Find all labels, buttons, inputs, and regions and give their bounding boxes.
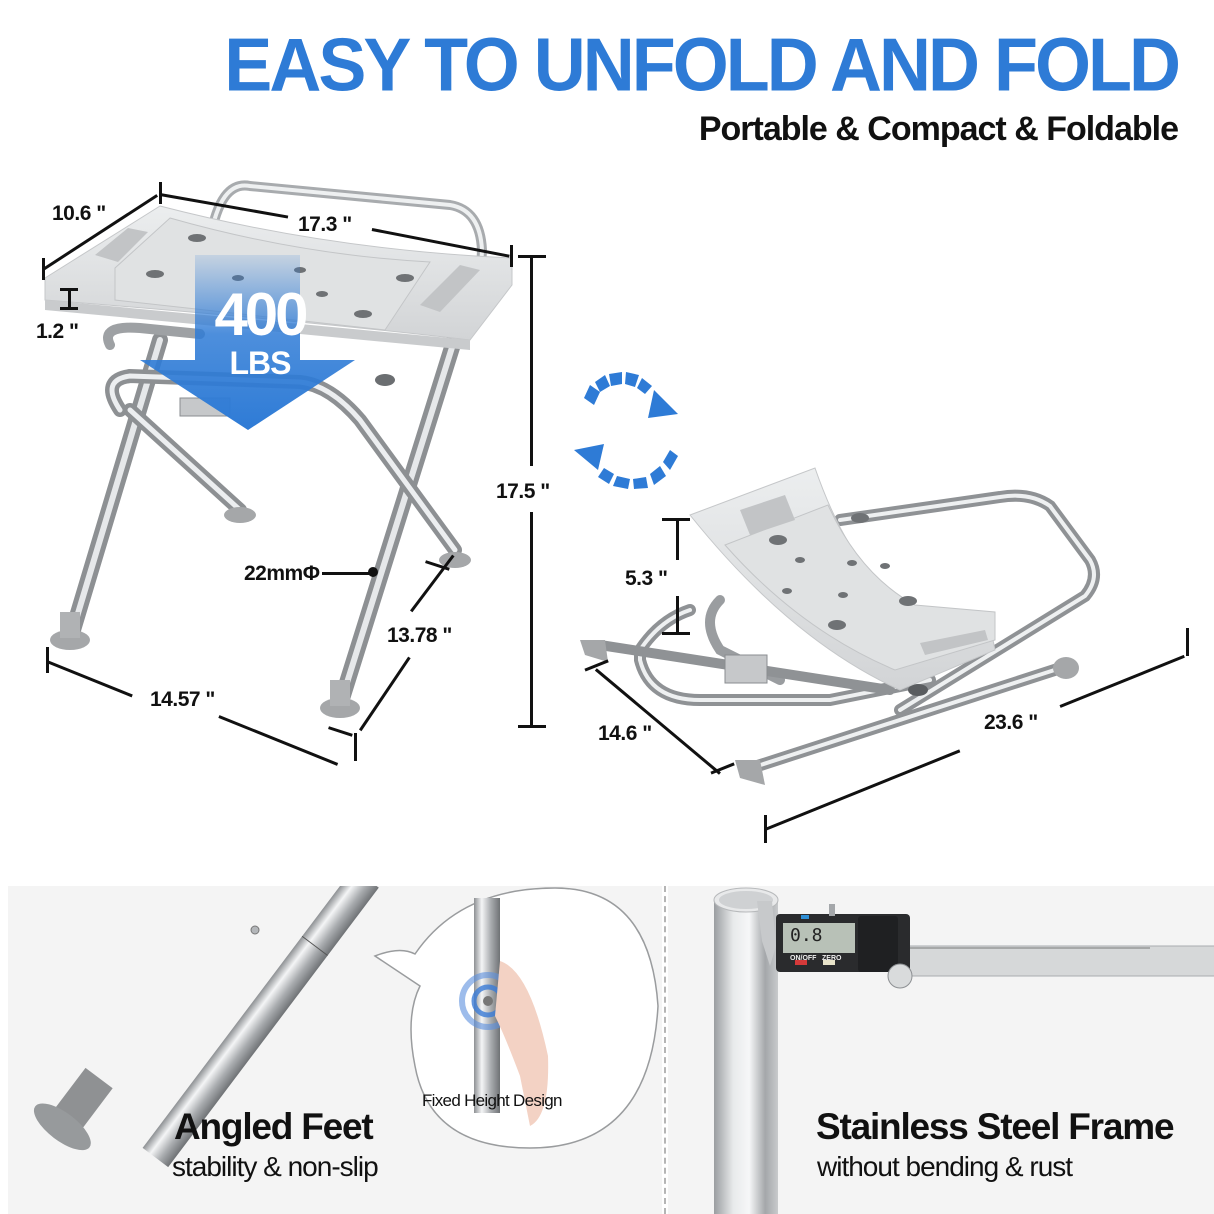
dim-tick bbox=[662, 518, 690, 521]
dim-folded-width: 14.6 " bbox=[598, 722, 652, 745]
dim-tick bbox=[1186, 628, 1189, 656]
angled-feet-title: Angled Feet bbox=[174, 1106, 374, 1147]
caliper-on-off-button: ON/OFF bbox=[790, 955, 817, 962]
dim-line-folded-height bbox=[676, 596, 679, 634]
dim-tick bbox=[510, 245, 513, 267]
dim-seat-width: 17.3 " bbox=[298, 213, 352, 236]
dim-line-folded-height bbox=[676, 518, 679, 560]
dim-leader-dot bbox=[368, 567, 378, 577]
steel-frame-subtitle: without bending & rust bbox=[817, 1151, 1073, 1182]
panel-divider bbox=[664, 886, 666, 1214]
angled-feet-subtitle: stability & non-slip bbox=[172, 1151, 379, 1182]
dim-tick bbox=[42, 258, 45, 280]
dim-seat-depth: 10.6 " bbox=[52, 202, 106, 225]
chair-diagram-illustration bbox=[44, 180, 1100, 785]
caliper-illustration bbox=[713, 887, 1214, 1214]
dim-tick bbox=[764, 815, 767, 843]
dim-base-width: 14.57 " bbox=[150, 688, 215, 711]
dim-tick bbox=[60, 288, 78, 291]
dim-leader-line bbox=[322, 572, 372, 575]
dim-tube-diameter: 22mmΦ bbox=[244, 562, 320, 585]
dim-tick bbox=[518, 255, 546, 258]
page-subtitle: Portable & Compact & Foldable bbox=[698, 110, 1179, 148]
dim-tick bbox=[518, 725, 546, 728]
load-capacity-unit: LBS bbox=[229, 345, 292, 381]
dim-tick bbox=[60, 307, 78, 310]
caliper-zero-button: ZERO bbox=[822, 955, 842, 962]
dim-tick bbox=[354, 733, 357, 761]
dim-folded-length: 23.6 " bbox=[984, 711, 1038, 734]
load-capacity-arrow-icon bbox=[140, 255, 355, 430]
dim-line-height bbox=[530, 256, 533, 466]
fixed-height-callout-bubble bbox=[373, 887, 659, 1149]
feature-illustrations bbox=[33, 886, 1214, 1214]
angled-leg-illustration bbox=[33, 886, 379, 1168]
caliper-reading: 0.8 bbox=[790, 925, 823, 946]
dim-line-seat-thickness bbox=[68, 288, 71, 308]
dim-tick bbox=[46, 647, 49, 673]
dim-folded-height: 5.3 " bbox=[625, 567, 668, 590]
dim-base-depth: 13.78 " bbox=[387, 624, 452, 647]
fixed-height-design-label: Fixed Height Design bbox=[422, 1091, 562, 1110]
dim-tick bbox=[662, 632, 690, 635]
steel-frame-title: Stainless Steel Frame bbox=[816, 1106, 1175, 1147]
dim-line-height bbox=[530, 512, 533, 726]
rotate-arrows-icon bbox=[574, 372, 678, 489]
page-title: EASY TO UNFOLD AND FOLD bbox=[224, 23, 1181, 108]
load-capacity-value: 400 bbox=[214, 281, 308, 348]
dim-height: 17.5 " bbox=[496, 480, 550, 503]
dim-seat-thickness: 1.2 " bbox=[36, 320, 79, 343]
dim-tick bbox=[159, 182, 162, 204]
folded-chair bbox=[580, 467, 1100, 785]
